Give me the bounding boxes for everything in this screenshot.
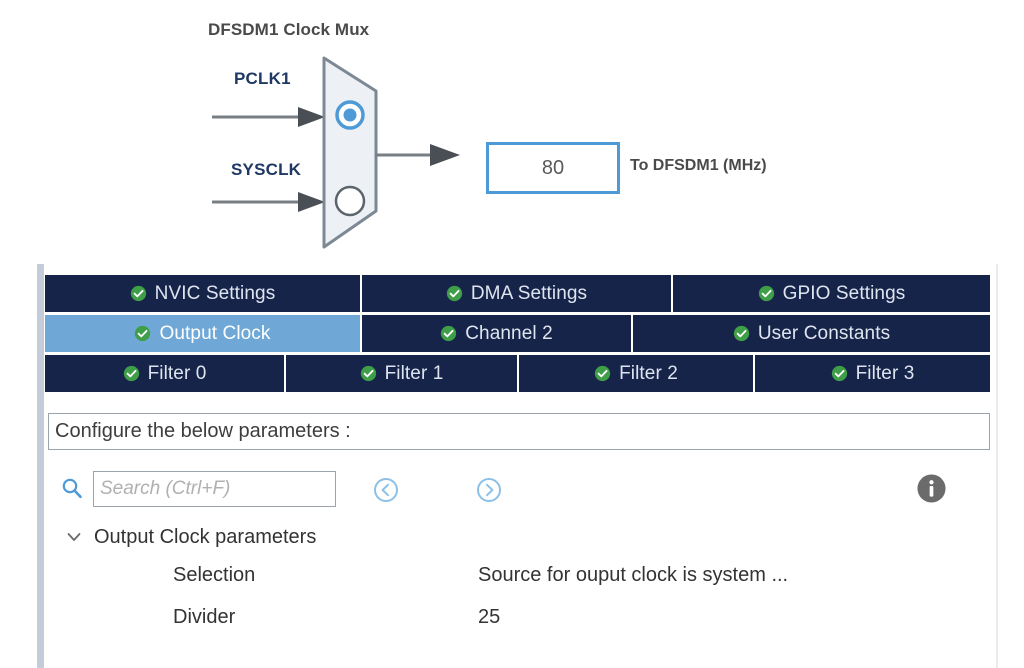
tab-row-2: Output Clock Channel 2 User Constants (45, 315, 990, 352)
parameter-value[interactable]: Source for ouput clock is system ... (478, 563, 789, 586)
green-check-icon (123, 365, 139, 382)
clock-mux-diagram: DFSDM1 Clock Mux PCLK1 SYSCLK 80 (0, 0, 1024, 258)
parameter-group-output-clock[interactable]: Output Clock parameters (48, 520, 990, 554)
search-icon[interactable] (61, 477, 83, 499)
search-input[interactable] (93, 471, 336, 507)
output-frequency-field[interactable]: 80 (486, 142, 620, 194)
tab-filter-3[interactable]: Filter 3 (755, 355, 990, 392)
configure-hint-bar: Configure the below parameters : (48, 413, 990, 450)
tab-label: Filter 1 (384, 362, 444, 384)
mux-title: DFSDM1 Clock Mux (208, 20, 370, 39)
parameter-group-label: Output Clock parameters (94, 525, 317, 548)
tab-row-3: Filter 0 Filter 1 Filter 2 (45, 355, 990, 392)
pclk1-input-arrow (212, 107, 325, 127)
green-check-icon (135, 325, 151, 342)
green-check-icon (831, 365, 847, 382)
green-check-icon (360, 365, 376, 382)
tab-gpio-settings[interactable]: GPIO Settings (673, 275, 990, 312)
green-check-icon (130, 285, 146, 302)
tab-label: Output Clock (159, 322, 271, 344)
parameter-name: Divider (173, 605, 236, 628)
sysclk-input-arrow (212, 192, 325, 212)
tab-label: NVIC Settings (154, 282, 276, 304)
settings-tab-bar: NVIC Settings DMA Settings GPIO Settings (45, 275, 990, 395)
chevron-right-circle-icon[interactable] (476, 477, 502, 503)
green-check-icon (594, 365, 611, 382)
green-check-icon (446, 285, 462, 302)
tab-nvic-settings[interactable]: NVIC Settings (45, 275, 362, 312)
search-toolbar (48, 463, 990, 515)
chevron-down-icon[interactable] (64, 527, 84, 547)
mux-input-radio-selected (335, 100, 365, 130)
mux-graphic (212, 56, 460, 249)
parameter-row-selection[interactable]: Selection Source for ouput clock is syst… (48, 554, 990, 596)
tab-row-1: NVIC Settings DMA Settings GPIO Settings (45, 275, 990, 312)
mux-output-arrow (375, 144, 460, 166)
panel-top-divider (44, 258, 996, 260)
tab-filter-0[interactable]: Filter 0 (45, 355, 286, 392)
parameter-tree: Output Clock parameters Selection Source… (48, 520, 990, 638)
tab-channel-2[interactable]: Channel 2 (362, 315, 633, 352)
vertical-scrollbar[interactable] (37, 264, 44, 668)
configuration-panel: NVIC Settings DMA Settings GPIO Settings (0, 258, 1024, 668)
tab-filter-1[interactable]: Filter 1 (286, 355, 519, 392)
tab-label: Channel 2 (465, 322, 553, 344)
green-check-icon (441, 325, 457, 342)
tab-label: Filter 0 (147, 362, 207, 384)
tab-label: Filter 2 (619, 362, 678, 384)
parameter-row-divider[interactable]: Divider 25 (48, 596, 990, 638)
panel-right-divider (996, 264, 998, 668)
chevron-left-circle-icon[interactable] (373, 477, 399, 503)
parameter-value[interactable]: 25 (478, 605, 501, 628)
tab-label: DMA Settings (470, 282, 588, 304)
mux-input-radio-unselected (334, 185, 366, 217)
tab-label: GPIO Settings (782, 282, 906, 304)
tab-user-constants[interactable]: User Constants (633, 315, 990, 352)
info-icon[interactable] (916, 473, 947, 504)
green-check-icon (733, 325, 749, 342)
output-frequency-value: 80 (541, 156, 565, 179)
tab-dma-settings[interactable]: DMA Settings (362, 275, 673, 312)
input-label-pclk1: PCLK1 (234, 69, 291, 88)
tab-filter-2[interactable]: Filter 2 (519, 355, 755, 392)
input-label-sysclk: SYSCLK (231, 160, 302, 179)
tab-output-clock[interactable]: Output Clock (45, 315, 362, 352)
configure-hint-text: Configure the below parameters : (55, 420, 351, 442)
tab-label: User Constants (757, 322, 891, 344)
mux-body (322, 56, 378, 249)
parameter-name: Selection (173, 563, 256, 586)
tab-label: Filter 3 (855, 362, 915, 384)
output-caption: To DFSDM1 (MHz) (630, 157, 767, 174)
green-check-icon (758, 285, 774, 302)
